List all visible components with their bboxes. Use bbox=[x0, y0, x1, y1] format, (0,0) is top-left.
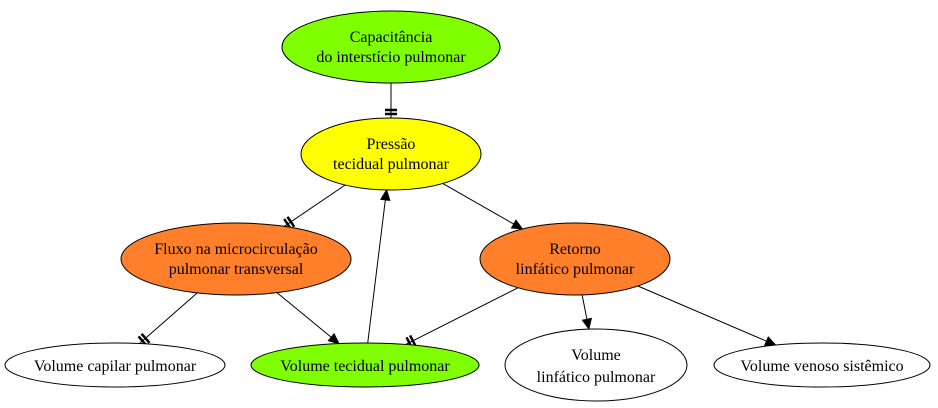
edge-line bbox=[283, 184, 346, 227]
node-volume-tecidual-shape bbox=[250, 342, 480, 388]
node-volume-capilar: Volume capilar pulmonar bbox=[4, 342, 226, 388]
node-fluxo-shape bbox=[120, 222, 352, 296]
edge-retorno-to-volume-linfatico bbox=[581, 294, 593, 331]
edge-line bbox=[442, 183, 515, 225]
edge-fluxo-to-volume-tecidual bbox=[276, 292, 340, 345]
node-volume-tecidual: Volume tecidual pulmonar bbox=[250, 342, 480, 388]
node-volume-venoso-shape bbox=[713, 342, 931, 388]
node-capacitancia-line2: do interstício pulmonar bbox=[316, 49, 466, 66]
node-capacitancia: Capacitância do interstício pulmonar bbox=[281, 10, 501, 84]
edge-fluxo-to-volume-capilar bbox=[137, 292, 198, 347]
node-pressao-line2: tecidual pulmonar bbox=[333, 156, 450, 173]
node-capacitancia-shape bbox=[281, 10, 501, 84]
edge-line bbox=[367, 199, 386, 344]
arrowhead-icon bbox=[380, 188, 391, 202]
edge-pressao-to-fluxo bbox=[283, 184, 346, 230]
node-pressao-shape bbox=[300, 117, 482, 191]
edge-line bbox=[637, 285, 767, 342]
tee-bar-icon bbox=[409, 334, 417, 347]
node-volume-linfatico: Volume linfático pulmonar bbox=[504, 328, 688, 402]
edge-retorno-to-volume-venoso bbox=[637, 285, 777, 346]
node-retorno: Retorno linfático pulmonar bbox=[479, 222, 671, 296]
arrowhead-icon bbox=[581, 317, 593, 331]
node-fluxo-line2: pulmonar transversal bbox=[169, 261, 304, 278]
node-retorno-shape bbox=[479, 222, 671, 296]
edge-line bbox=[276, 292, 332, 338]
node-fluxo: Fluxo na microcirculação pulmonar transv… bbox=[120, 222, 352, 296]
node-capacitancia-line1: Capacitância bbox=[350, 29, 433, 46]
node-volume-tecidual-line1: Volume tecidual pulmonar bbox=[280, 358, 450, 375]
edge-pressao-to-retorno bbox=[442, 183, 524, 230]
node-volume-linfatico-shape bbox=[504, 328, 688, 402]
arrowhead-icon bbox=[327, 332, 340, 345]
node-volume-linfatico-line1: Volume bbox=[571, 347, 620, 364]
edge-volume-tecidual-to-pressao bbox=[367, 188, 391, 344]
arrowhead-icon bbox=[510, 219, 524, 230]
edge-capacitancia-to-pressao bbox=[385, 83, 397, 118]
arrowhead-icon bbox=[763, 336, 777, 346]
tee-bar-icon bbox=[140, 332, 151, 344]
node-fluxo-line1: Fluxo na microcirculação bbox=[154, 241, 318, 258]
node-volume-capilar-shape bbox=[4, 342, 226, 388]
edge-line bbox=[139, 292, 198, 344]
tee-bar-icon bbox=[286, 216, 296, 228]
edge-line bbox=[581, 294, 588, 320]
edges-layer bbox=[137, 83, 777, 349]
edge-line bbox=[405, 287, 519, 345]
node-pressao: Pressão tecidual pulmonar bbox=[300, 117, 482, 191]
node-volume-venoso: Volume venoso sistêmico bbox=[713, 342, 931, 388]
edge-retorno-to-volume-tecidual bbox=[405, 287, 519, 349]
node-retorno-line1: Retorno bbox=[549, 241, 601, 258]
node-volume-linfatico-line2: linfático pulmonar bbox=[537, 369, 656, 386]
node-volume-capilar-line1: Volume capilar pulmonar bbox=[34, 358, 197, 375]
node-retorno-line2: linfático pulmonar bbox=[516, 261, 635, 278]
node-volume-venoso-line1: Volume venoso sistêmico bbox=[740, 358, 903, 375]
node-pressao-line1: Pressão bbox=[367, 136, 416, 153]
